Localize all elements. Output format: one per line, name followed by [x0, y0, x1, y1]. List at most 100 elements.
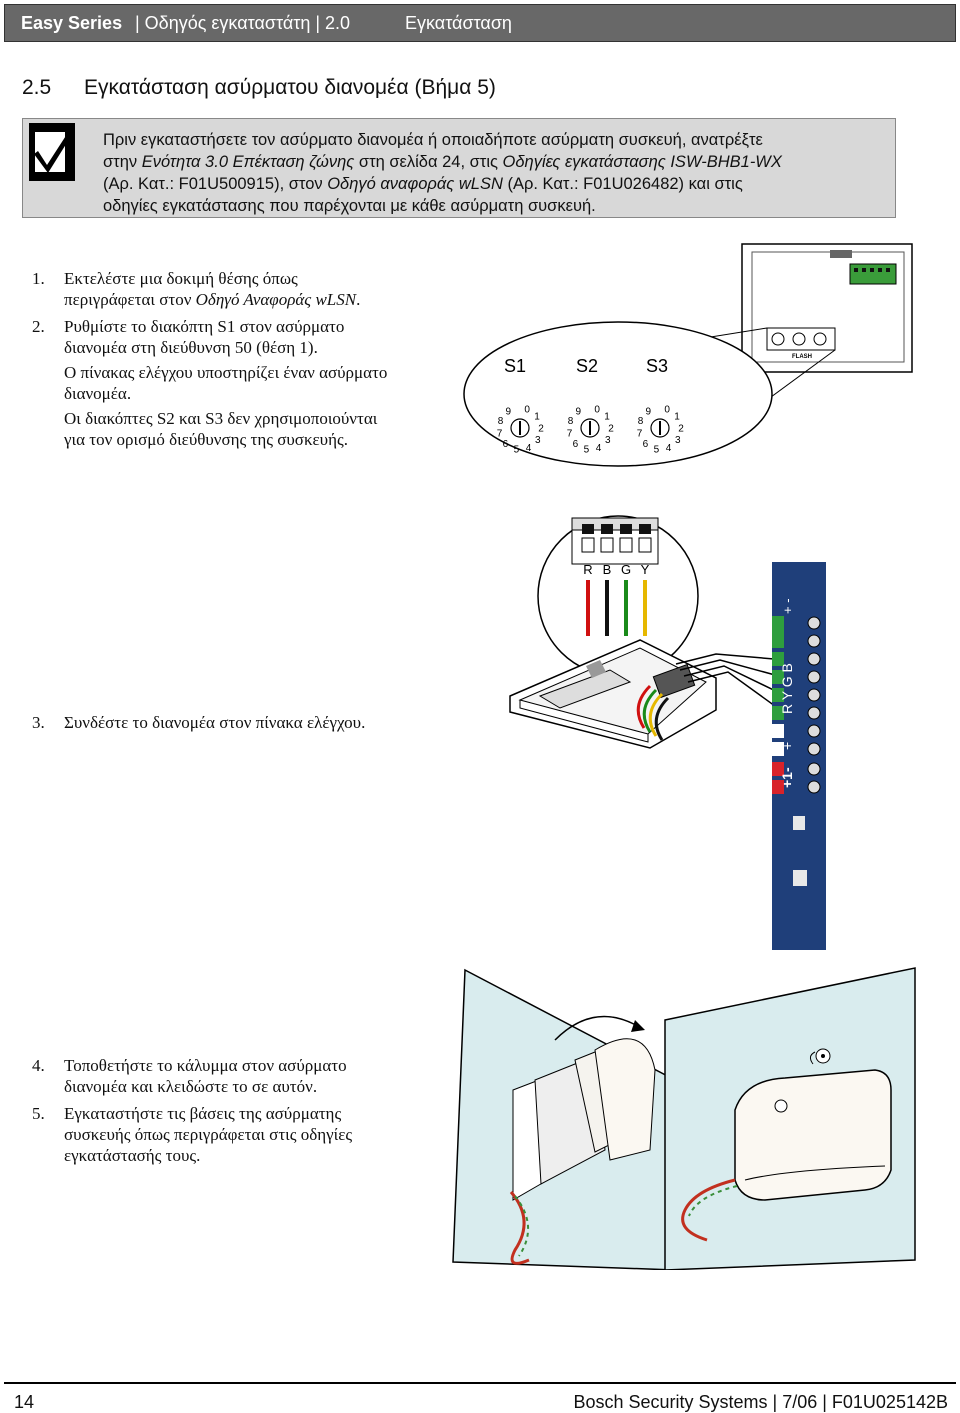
header-product: Easy Series: [21, 13, 123, 33]
cable-right-green: [688, 1185, 738, 1217]
note-link: Οδηγίες εγκατάστασης ISW-BHB1-WX: [502, 153, 782, 171]
connector-slot: [638, 537, 652, 553]
connector-terminal: [582, 524, 594, 534]
dial-digit: 6: [503, 439, 509, 450]
strip-terminal-block: [772, 762, 784, 776]
note-line: Πριν εγκαταστήσετε τον ασύρματο διανομέα…: [103, 131, 763, 149]
note-fragment: στην: [103, 153, 142, 171]
dial-digit: 5: [584, 445, 590, 456]
step-5-text: Εγκαταστήστε τις βάσεις της ασύρματης συ…: [64, 1103, 352, 1166]
note-link: Ενότητα 3.0 Επέκταση ζώνης: [141, 153, 355, 171]
run-wire: [679, 659, 787, 679]
connector-wires: [586, 580, 647, 636]
header-guide: | Οδηγός εγκαταστάτη | 2.0: [135, 13, 351, 33]
dial-digit: 9: [576, 407, 582, 418]
hub-board-outline: [741, 243, 913, 373]
rotate-arrow: [554, 1015, 642, 1041]
dial-digit: 0: [594, 404, 600, 415]
dial-digit: 4: [666, 443, 672, 454]
dial-digit: 2: [678, 423, 684, 434]
step-2-text: Ρυθμίστε το διακόπτη S1 στον ασύρματο δι…: [64, 316, 387, 450]
hub-wire-loop: [654, 696, 670, 741]
dial-digit: 1: [604, 412, 610, 423]
dial-digit: 5: [654, 445, 660, 456]
step-line: διανομέα.: [64, 384, 132, 403]
strip-screw: [807, 616, 821, 630]
dial-digit: 2: [538, 423, 544, 434]
step-4-text: Τοποθετήστε το κάλυμμα στον ασύρματο δια…: [64, 1055, 347, 1097]
run-wire: [683, 665, 787, 697]
strip-terminal-block: [772, 780, 784, 794]
dial-digit: 6: [573, 439, 579, 450]
step-1-text: Εκτελέστε μια δοκιμή θέσης όπως περιγράφ…: [64, 268, 360, 310]
switch-label-s3: S3: [646, 356, 668, 376]
step-line: για τον ορισμό διεύθυνσης της συσκευής.: [64, 430, 348, 449]
note-text: Πριν εγκαταστήσετε τον ασύρματο διανομέα…: [103, 129, 883, 217]
hub-base-illustration: [509, 639, 717, 749]
section-title-text: Εγκατάσταση ασύρματου διανομέα (Βήμα 5): [84, 76, 496, 99]
note-fragment: στη σελίδα 24, στις: [354, 153, 503, 171]
step-number: 5.: [32, 1104, 45, 1123]
dial-digit: 7: [567, 428, 573, 439]
hub-label-block: [830, 250, 852, 258]
hub-wire-loop: [636, 684, 652, 729]
footer-publisher: Bosch Security Systems | 7/06 | F01U0251…: [573, 1392, 948, 1412]
run-wires: [636, 653, 787, 741]
hub-wire-loop: [648, 692, 664, 737]
connector-letter: R: [583, 562, 592, 577]
step-line: Τοποθετήστε το κάλυμμα στον ασύρματο: [64, 1056, 347, 1075]
dial-digit: 9: [646, 407, 652, 418]
header-section: Εγκατάσταση: [405, 13, 512, 33]
rotate-arrowhead: [631, 1020, 645, 1032]
strip-label-plus: +: [779, 742, 795, 750]
hub-mini-switches: [766, 327, 836, 351]
switch-label-s1: S1: [504, 356, 526, 376]
step-3: 3. Συνδέστε το διανομέα στον πίνακα ελέγ…: [32, 712, 452, 736]
hub-connector-pins: [854, 268, 890, 272]
strip-terminal-block: [772, 706, 784, 720]
step-reference: Οδηγό Αναφοράς wLSN: [195, 290, 357, 309]
note-line: οδηγίες εγκατάστασης που παρέχονται με κ…: [103, 197, 596, 215]
dial-digit: 7: [637, 428, 643, 439]
dial-digit: 2: [608, 423, 614, 434]
strip-terminal-block: [772, 670, 784, 684]
strip-terminals: [772, 616, 821, 794]
connector-terminal: [639, 524, 651, 534]
strip-power-block: [772, 616, 784, 648]
step-line: διανομέα στη διεύθυνση 50 (θέση 1).: [64, 338, 318, 357]
step-line: Οι διακόπτες S2 και S3 δεν χρησιμοποιούν…: [64, 409, 378, 428]
switch-label-s2: S2: [576, 356, 598, 376]
dial-digit: 3: [675, 435, 681, 446]
dial-digit: 4: [526, 443, 532, 454]
step-line: διανομέα και κλειδώστε το σε αυτόν.: [64, 1077, 318, 1096]
note-fragment: (Αρ. Κατ.: F01U026482) και στις: [502, 175, 743, 193]
hub-board-inner: [751, 251, 905, 363]
strip-terminal-block: [772, 742, 784, 756]
section-number: 2.5: [22, 76, 52, 99]
flash-label: FLASH: [792, 354, 812, 360]
strip-screw: [807, 742, 821, 756]
step-line: εγκατάστασής τους.: [64, 1146, 201, 1165]
hub-cover-closed: [734, 1069, 892, 1201]
switch-magnifier: [463, 321, 773, 467]
step-fragment: περιγράφεται στον: [64, 290, 196, 309]
strip-screw: [807, 762, 821, 776]
strip-label-power: + -: [780, 598, 795, 614]
dial-digit: 3: [605, 435, 611, 446]
strip-screw: [807, 780, 821, 794]
dial-digit: 8: [498, 416, 504, 427]
strip-screw: [807, 706, 821, 720]
connector-letter: B: [603, 562, 612, 577]
cable-left: [509, 1191, 530, 1265]
step-line: Συνδέστε το διανομέα στον πίνακα ελέγχου…: [64, 713, 366, 732]
wall-mount-figure: [452, 967, 916, 1270]
strip-screw: [807, 688, 821, 702]
lock-icon: [809, 1048, 831, 1065]
strip-screw: [807, 634, 821, 648]
dial-digit: 5: [514, 445, 520, 456]
dial-digit: 3: [535, 435, 541, 446]
step-line: Ο πίνακας ελέγχου υποστηρίζει έναν ασύρμ…: [64, 363, 388, 382]
step-line: Εκτελέστε μια δοκιμή θέσης όπως: [64, 269, 298, 288]
